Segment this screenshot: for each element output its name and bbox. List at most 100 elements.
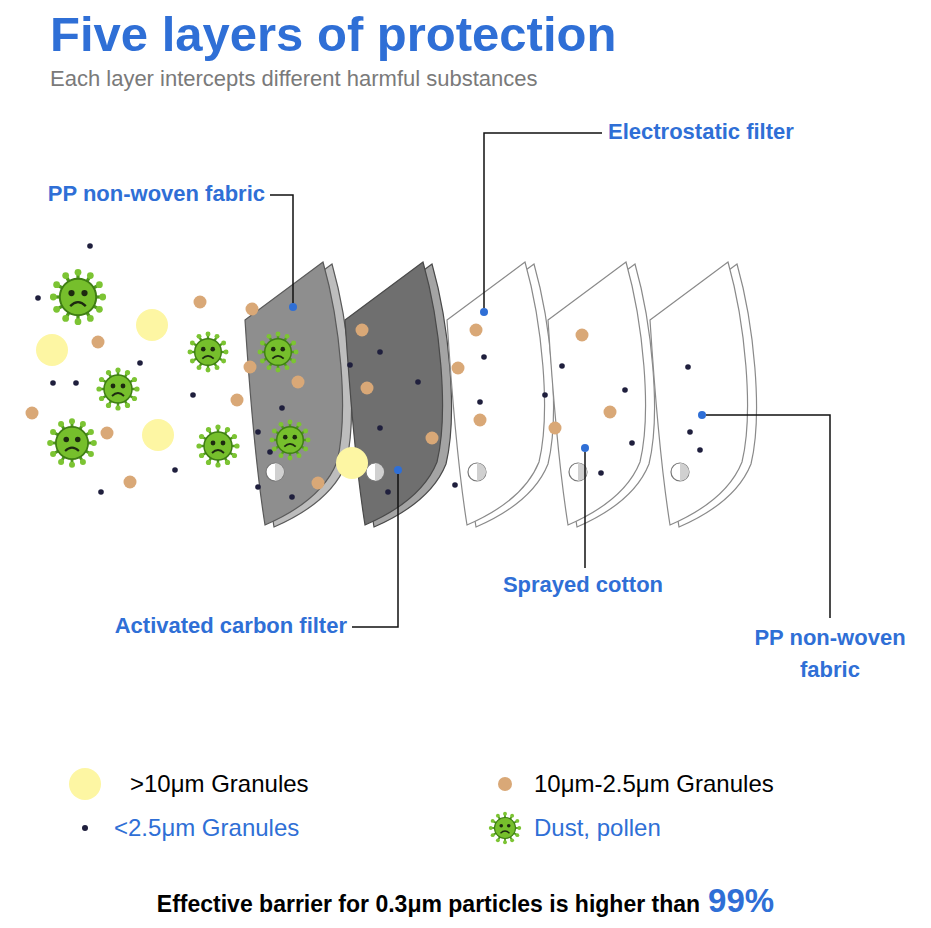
medium-granule <box>101 427 114 440</box>
virus-spike-tip <box>53 281 60 288</box>
valve-half <box>477 463 486 481</box>
medium-granule <box>312 477 325 490</box>
particles <box>26 243 703 500</box>
virus-spike-tip <box>510 838 514 842</box>
medium-granule <box>474 414 487 427</box>
small-granule <box>267 449 273 455</box>
virus-spike-tip <box>232 434 237 439</box>
virus-spike-tip <box>291 341 296 346</box>
small-granule <box>542 392 548 398</box>
virus-spike-tip <box>221 359 226 364</box>
virus-body <box>104 375 132 403</box>
small-granule <box>377 425 383 431</box>
virus-spike-tip <box>224 350 229 355</box>
virus-spike-tip <box>285 365 290 370</box>
legend-swatch <box>68 767 102 801</box>
virus-spike-tip <box>232 453 237 458</box>
leader-line <box>484 133 602 308</box>
small-granule <box>190 392 196 398</box>
leader-line <box>706 415 830 618</box>
virus-eye <box>81 290 87 296</box>
filter-layer <box>548 262 654 527</box>
leader-lines <box>270 133 830 627</box>
virus-spike-tip <box>75 269 82 276</box>
valve-half <box>680 463 689 481</box>
virus-spike-tip <box>496 838 500 842</box>
virus-spike-tip <box>69 418 75 424</box>
virus-mouth <box>284 444 295 447</box>
virus-spike-tip <box>491 833 495 837</box>
leader-line <box>352 474 398 627</box>
medium-granule <box>92 336 105 349</box>
virus-spike-tip <box>87 315 94 322</box>
virus-eye <box>507 824 511 828</box>
virus-eye <box>75 437 81 443</box>
legend-row: Dust, pollen <box>488 811 661 845</box>
virus-spike-tip <box>115 367 120 372</box>
medium-granule <box>124 476 137 489</box>
subtitle: Each layer intercepts different harmful … <box>50 66 538 92</box>
medium-granule <box>194 296 207 309</box>
small-granule <box>685 364 691 370</box>
filter-layers <box>245 262 756 527</box>
virus-icon <box>257 331 298 372</box>
virus-eye <box>63 437 69 443</box>
valve <box>266 463 284 481</box>
leader-line <box>584 452 586 568</box>
medium-granule <box>361 382 374 395</box>
virus-spike-tip <box>50 451 56 457</box>
virus-spike-tip <box>190 359 195 364</box>
layer-label: Electrostatic filter <box>608 119 794 145</box>
virus-spike-tip <box>62 315 69 322</box>
legend-text: Dust, pollen <box>534 814 661 842</box>
virus-icon <box>187 331 228 372</box>
virus-eye <box>292 435 297 440</box>
small-granule <box>629 440 635 446</box>
virus-eye <box>221 441 226 446</box>
virus-spike-tip <box>187 350 192 355</box>
leader-ends <box>289 303 706 474</box>
small-granule <box>289 494 295 500</box>
virus-icon <box>50 269 106 325</box>
virus-spike-tip <box>276 331 281 336</box>
virus-spike-tip <box>491 819 495 823</box>
virus-spike-tip <box>62 272 69 279</box>
virus-spike-tip <box>69 462 75 468</box>
legend-swatch <box>488 767 522 801</box>
virus-body <box>195 339 222 366</box>
virus-spike-tip <box>196 443 201 448</box>
virus-spike-tip <box>297 453 302 458</box>
medium-granule <box>452 362 465 375</box>
virus-spike-tip <box>517 826 521 830</box>
legend-row: >10μm Granules <box>68 767 309 801</box>
virus-spike-tip <box>50 294 57 301</box>
virus-icon <box>269 419 310 460</box>
virus-spike-tip <box>267 365 272 370</box>
virus-spike-tip <box>489 826 493 830</box>
virus-mouth <box>501 831 510 833</box>
virus-eye <box>201 347 206 352</box>
virus-spike-tip <box>190 341 195 346</box>
virus-mouth <box>202 356 213 359</box>
virus-icon <box>196 424 239 467</box>
virus-spike-tip <box>272 429 277 434</box>
large-granule <box>36 334 68 366</box>
virus-spike-tip <box>106 403 111 408</box>
virus-spike-tip <box>96 386 101 391</box>
virus-spike-tip <box>276 368 281 373</box>
virus-spike-tip <box>260 359 265 364</box>
virus-spike-tip <box>53 306 60 313</box>
leader-dot <box>480 308 488 316</box>
small-granule <box>35 295 41 301</box>
small-granule <box>172 467 178 473</box>
layer-sheet <box>650 262 747 525</box>
virus-spike-tip <box>294 350 299 355</box>
virus-spike-tip <box>279 453 284 458</box>
small-granule <box>481 354 487 360</box>
virus-spike-tip <box>58 421 64 427</box>
legend-dot <box>82 825 88 831</box>
virus-spike-tip <box>303 447 308 452</box>
medium-granule <box>576 329 589 342</box>
summary-text: Effective barrier for 0.3μm particles is… <box>157 891 700 918</box>
virus-spike-tip <box>288 419 293 424</box>
